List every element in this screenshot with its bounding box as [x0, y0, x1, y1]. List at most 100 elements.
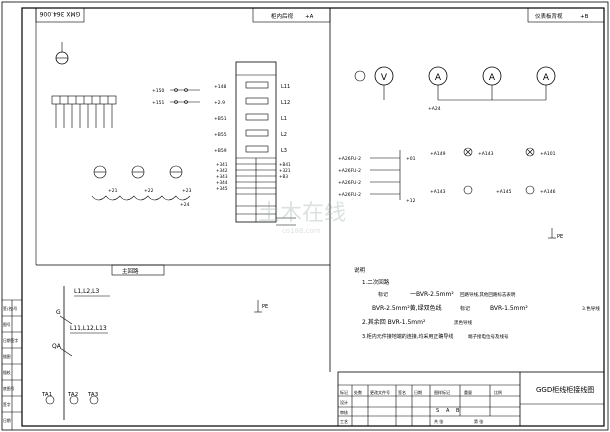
- ref-label: +24: [180, 202, 190, 208]
- main-circuit: 主回路 L1,L2,L3 G L11,L12,L13 QA TA1 TA2 TA…: [41, 264, 165, 420]
- strip-cell: 图号: [3, 322, 11, 327]
- tb-cell: S: [436, 408, 439, 414]
- ammeter: A: [543, 73, 550, 83]
- tb-cell: 第 张: [474, 418, 483, 424]
- tb-cell: 工艺: [340, 419, 348, 424]
- lamp-ref: +A145: [496, 189, 512, 195]
- main-circuit-label: 主回路: [122, 267, 139, 275]
- terminal-ref: +B55: [214, 132, 227, 138]
- fuse-ref: +A26FU-2: [338, 180, 361, 186]
- tb-cell: 标记: [340, 389, 348, 395]
- indicator-group-left: +21 +22 +23 +24: [91, 165, 192, 208]
- terminal-column: L11 L12 L1 L2 L3 +148 +2.9 +B51 +B55 +B5…: [214, 61, 296, 226]
- block-ref: +B41: [279, 162, 291, 167]
- block-ref: +B3: [279, 174, 288, 179]
- left-panel-label: 柜内后视: [271, 12, 294, 20]
- notes-title: 说明: [354, 266, 366, 274]
- ref-label: +23: [182, 188, 192, 194]
- strip-cell: 签(名)号: [3, 306, 18, 311]
- tb-cell: B: [456, 408, 460, 414]
- lamp-ref: +A143: [430, 189, 446, 195]
- title-block: 标记 处数 更改文件号 签名 日期 设计 审核 工艺 图样标记 重量 比例 S …: [337, 371, 605, 427]
- ref-label: +150: [152, 88, 164, 94]
- terminal-ref: +148: [214, 84, 226, 90]
- tb-cell: 更改文件号: [370, 389, 390, 395]
- strip-cell: 描图: [3, 354, 11, 359]
- pe-ground-left: PE: [254, 300, 268, 313]
- bus-label: L11,L12,L13: [70, 325, 107, 332]
- drawing-title: GGD柜线柜接线图: [536, 385, 594, 394]
- fuse-out: +12: [406, 198, 416, 204]
- meter-row: V A A A +A24: [354, 66, 556, 112]
- tb-cell: 签名: [398, 389, 406, 395]
- left-panel-tag: +A: [305, 14, 314, 20]
- pe-label: PE: [262, 304, 268, 310]
- note-line: 2.其余回 BVR-1.5mm²: [362, 318, 426, 326]
- left-strip: 签(名)号 图号 日期签字 描图 描校 底图号 签字 日期: [2, 299, 22, 430]
- lamp-ref: +A143: [478, 151, 494, 157]
- block-ref: +342: [216, 168, 228, 173]
- note-line: 3.柜内元件接地端的连接,均采用正确导线: [362, 333, 453, 340]
- terminal-ref: +2.9: [214, 100, 225, 106]
- tb-cell: 审核: [340, 409, 348, 415]
- strip-cell: 签字: [3, 402, 11, 407]
- strip-cell: 日期签字: [3, 338, 18, 343]
- ammeter: A: [489, 73, 496, 83]
- tb-cell: 共 张: [434, 418, 443, 424]
- terminal-label: L12: [281, 100, 290, 106]
- terminal-ref: +B51: [214, 116, 227, 122]
- note-line: 标记: [460, 305, 470, 312]
- note-line: 3.色导线: [582, 305, 600, 312]
- strip-cell: 日期: [3, 418, 11, 423]
- note-line: 一BVR-2.5mm²: [410, 291, 454, 298]
- voltmeter: V: [381, 73, 388, 83]
- terminal-label: L2: [281, 132, 287, 138]
- block-ref: +344: [216, 180, 228, 185]
- block-ref: +341: [216, 162, 228, 167]
- ammeter: A: [435, 73, 442, 83]
- right-panel-tag: +B: [580, 14, 589, 20]
- lamp-ref: +A149: [430, 151, 446, 157]
- ta-label: TA1: [41, 392, 52, 398]
- switch-qa-label: QA: [52, 343, 62, 350]
- tb-cell: 比例: [494, 389, 502, 395]
- ref-label: +151: [152, 100, 164, 106]
- drawing-code: GMX 364.006: [39, 10, 80, 17]
- ta-label: TA3: [87, 392, 99, 398]
- terminal-label: L11: [281, 84, 290, 90]
- pe-label: PE: [557, 234, 563, 240]
- strip-cell: 描校: [3, 370, 11, 375]
- watermark: 土木在线 co188.com: [258, 201, 346, 235]
- bus-label: L1,L2,L3: [74, 288, 99, 295]
- fuse-ref: +A26FU-2: [338, 192, 361, 198]
- note-line: BVR-1.5mm²: [490, 305, 528, 312]
- strip-cell: 底图号: [3, 386, 15, 391]
- lamp-group: +A149 +A143 +A101 +A143 +A145 +A146: [430, 147, 556, 195]
- note-line: BVR-2.5mm²黄,绿双色线: [372, 304, 442, 312]
- tb-cell: 重量: [464, 389, 472, 395]
- lamp-ref: +A101: [540, 151, 556, 157]
- control-contacts: +150 +151: [152, 88, 200, 106]
- tb-cell: 设计: [340, 399, 348, 405]
- note-line: 黑色导线: [454, 319, 472, 326]
- right-panel-label: 仪表板背视: [535, 12, 563, 20]
- note-line: 回路导线,其他回路标志表明: [460, 291, 516, 298]
- notes: 说明 1.二次回路 标记 一BVR-2.5mm² 回路导线,其他回路标志表明 B…: [354, 266, 600, 340]
- block-ref: +321: [279, 168, 291, 173]
- left-terminal-row: [51, 95, 117, 128]
- lamp-ref: +A146: [540, 189, 556, 195]
- switch-g-label: G: [56, 309, 61, 316]
- fuse-out: +01: [406, 156, 416, 162]
- watermark-subtext: co188.com: [282, 227, 321, 235]
- watermark-text: 土木在线: [258, 201, 346, 226]
- tb-cell: A: [446, 408, 450, 414]
- tb-cell: 日期: [414, 389, 422, 395]
- block-ref: +345: [216, 186, 228, 191]
- ref-label: +A24: [428, 106, 441, 112]
- terminal-ref: +B59: [214, 148, 227, 154]
- fuse-column: +A26FU-2 +A26FU-2 +A26FU-2 +A26FU-2 +01 …: [338, 150, 416, 204]
- ref-label: +22: [144, 188, 154, 194]
